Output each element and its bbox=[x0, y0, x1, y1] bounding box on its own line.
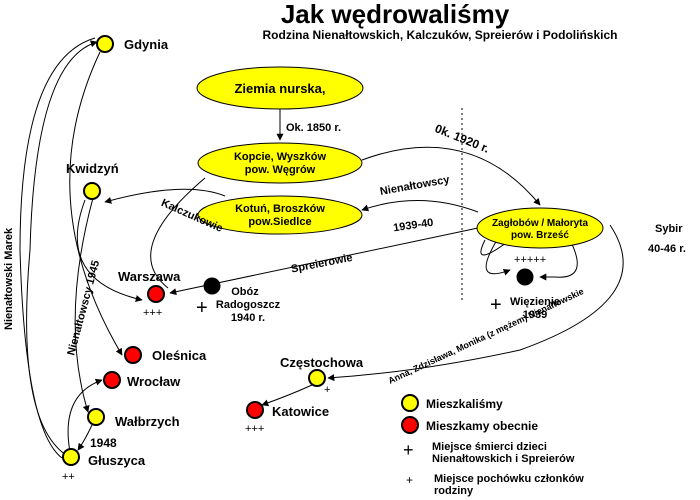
arrow-zaglobow-to-czestochowa bbox=[327, 224, 624, 382]
place-marker-czestochowa bbox=[308, 369, 326, 387]
zaglobow-crosses: +++++ bbox=[514, 254, 546, 266]
ellipse-kopcie bbox=[197, 142, 363, 184]
legend-lived-label: Mieszkaliśmy bbox=[426, 397, 503, 411]
prison-marker bbox=[516, 268, 534, 286]
label-spreierowie: Spreierowie bbox=[290, 252, 354, 276]
legend-death-label-2: Nienałtowskich i Spreierów bbox=[432, 453, 575, 465]
ellipse-kopcie-label-2: pow. Węgrów bbox=[245, 164, 316, 176]
label-ok-1850: Ok. 1850 r. bbox=[286, 122, 341, 134]
legend-lived-marker bbox=[401, 394, 419, 412]
arrow-kopcie-to-zaglobow bbox=[361, 146, 541, 206]
gluszyca-crosses: ++ bbox=[62, 471, 75, 483]
legend-death-label-1: Miejsce śmierci dzieci bbox=[432, 441, 547, 453]
arrow-kwidzyn-to-warszawa bbox=[76, 199, 143, 302]
camp-label-2: Radogoszcz bbox=[216, 299, 281, 311]
arrow-czestochowa-to-katowice bbox=[261, 384, 313, 407]
arrow-walbrzych-to-gluszyca bbox=[77, 424, 93, 451]
place-label-walbrzych: Wałbrzych bbox=[115, 414, 180, 429]
place-marker-gdynia bbox=[96, 35, 114, 53]
camp-label-1: Obóz bbox=[231, 286, 259, 298]
place-label-czestochowa: Częstochowa bbox=[280, 355, 364, 370]
ellipse-zaglobow-label-1: Zagłobów / Małoryta bbox=[492, 218, 589, 229]
place-label-warszawa: Warszawa bbox=[118, 269, 181, 284]
warszawa-crosses: +++ bbox=[143, 307, 162, 319]
katowice-crosses: +++ bbox=[245, 423, 264, 435]
arrow-kwidzyn-to-walbrzych bbox=[74, 197, 94, 413]
place-marker-katowice bbox=[246, 401, 264, 419]
prison-label-1: Więzienie bbox=[510, 296, 560, 308]
legend-burial-label-2: rodziny bbox=[434, 485, 474, 497]
arrow-gdynia-to-olesnica bbox=[69, 51, 123, 356]
ellipse-origin-label: Ziemia nurska, bbox=[234, 81, 325, 96]
arrow-kotun-to-kwidzyn bbox=[104, 188, 226, 204]
label-ok-1920: 0k. 1920 r. bbox=[433, 121, 491, 155]
legend-live-now-marker bbox=[401, 416, 419, 434]
place-label-gdynia: Gdynia bbox=[124, 37, 169, 52]
arrow-zaglobow-loop-right bbox=[539, 239, 578, 281]
diagram-title: Jak wędrowaliśmy bbox=[281, 0, 510, 29]
ellipse-zaglobow bbox=[476, 207, 604, 249]
label-nienaltowski-marek: Nienałtowski Marek bbox=[3, 227, 15, 330]
label-1939-40: 1939-40 bbox=[392, 217, 434, 235]
ellipse-kotun-label-2: pow.Siedlce bbox=[248, 216, 311, 228]
label-sybir-years: 40-46 r. bbox=[648, 243, 686, 255]
ellipse-zaglobow-label-2: pow. Brześć bbox=[511, 230, 569, 241]
ellipse-kopcie-label-1: Kopcie, Wyszków bbox=[234, 151, 327, 163]
place-label-kwidzyn: Kwidzyń bbox=[66, 161, 119, 176]
place-marker-warszawa bbox=[147, 285, 165, 303]
place-label-katowice: Katowice bbox=[272, 404, 329, 419]
camp-death-cross: + bbox=[196, 297, 208, 319]
place-marker-walbrzych bbox=[87, 408, 105, 426]
legend-death-symbol: + bbox=[403, 440, 414, 460]
prison-death-cross: + bbox=[490, 294, 502, 316]
label-sybir: Sybir bbox=[655, 223, 683, 235]
camp-marker-radogoszcz bbox=[203, 277, 221, 295]
place-label-gluszyca: Głuszyca bbox=[88, 453, 146, 468]
ellipse-origin bbox=[196, 66, 364, 110]
legend-burial-symbol: + bbox=[406, 473, 413, 487]
label-1948: 1948 bbox=[90, 436, 117, 450]
place-marker-wroclaw bbox=[103, 371, 121, 389]
place-label-olesnica: Oleśnica bbox=[152, 348, 207, 363]
legend: Mieszkaliśmy Mieszkamy obecnie + Miejsce… bbox=[401, 394, 584, 497]
arrow-zaglobow-to-wiezienie bbox=[485, 239, 511, 276]
camp-label-3: 1940 r. bbox=[231, 312, 265, 324]
arrow-zaglobow-to-warszawa bbox=[169, 227, 479, 296]
legend-live-now-label: Mieszkamy obecnie bbox=[426, 419, 538, 433]
arrow-zaglobow-loop-left bbox=[480, 239, 511, 256]
arrow-zaglobow-to-kotun bbox=[361, 199, 479, 213]
arrow-gluszyca-to-gdynia bbox=[26, 40, 98, 456]
prison-label-2: 1939 bbox=[523, 309, 547, 321]
place-marker-kwidzyn bbox=[83, 182, 101, 200]
arrow-gdynia-to-gluszyca bbox=[19, 37, 96, 459]
ellipse-kotun bbox=[197, 195, 363, 235]
arrow-kopcie-to-warszawa bbox=[150, 177, 206, 289]
label-nienaltowscy-1945: Nienałtowscy 1945 bbox=[65, 259, 102, 357]
arrow-gluszyca-to-wroclaw bbox=[67, 378, 103, 453]
legend-burial-label-1: Miejsce pochówku członków bbox=[434, 473, 584, 485]
place-marker-gluszyca bbox=[62, 448, 80, 466]
place-label-wroclaw: Wrocław bbox=[127, 374, 181, 389]
place-marker-olesnica bbox=[124, 346, 142, 364]
diagram-subtitle: Rodzina Nienałtowskich, Kalczuków, Sprei… bbox=[263, 28, 618, 42]
label-nienaltowscy: Nienałtowscy bbox=[379, 174, 451, 198]
czestochowa-cross: + bbox=[324, 384, 330, 396]
ellipse-kotun-label-1: Kotuń, Broszków bbox=[235, 203, 325, 215]
